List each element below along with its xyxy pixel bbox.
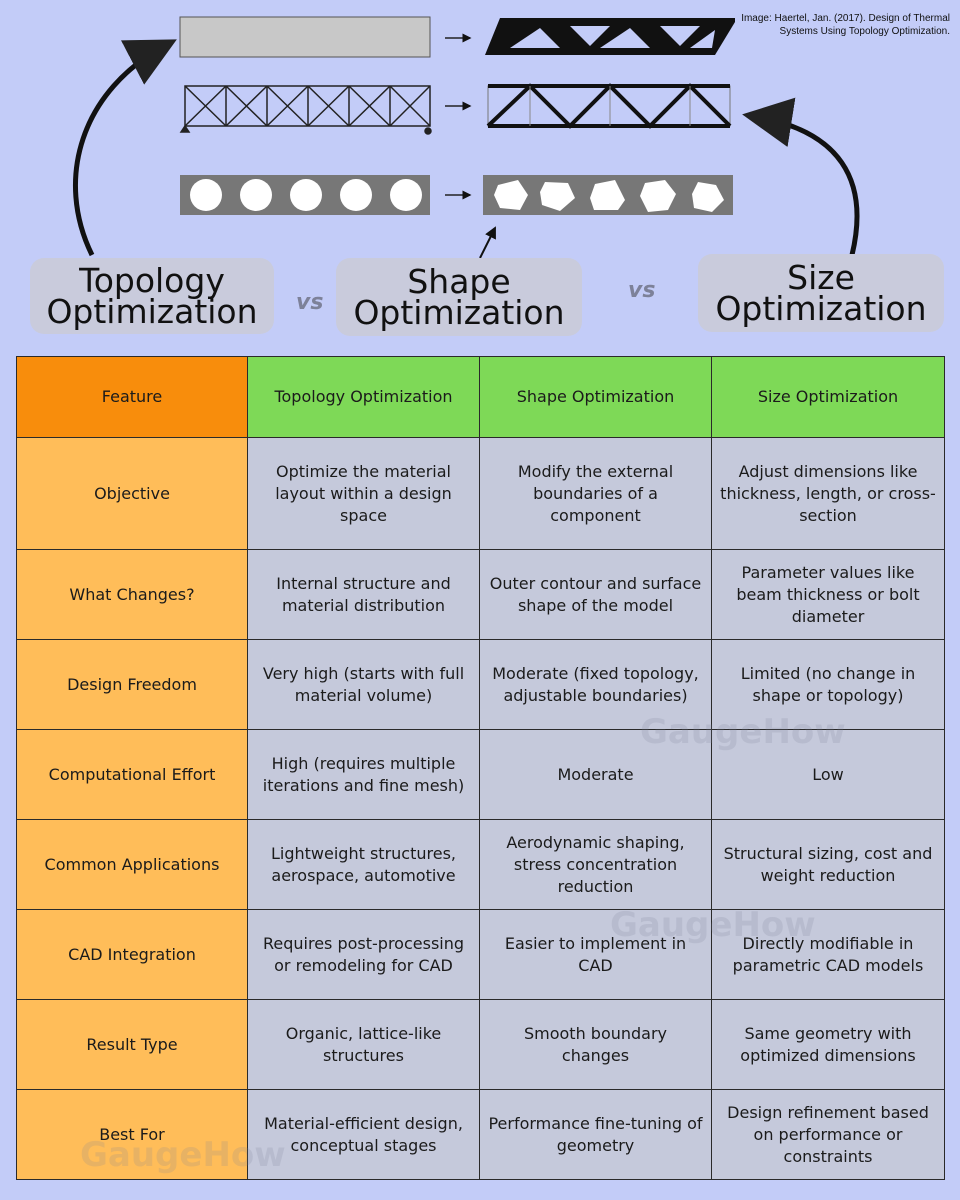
design-space-block <box>179 16 431 58</box>
table-cell: Parameter values like beam thickness or … <box>711 549 945 640</box>
table-cell: Lightweight structures, aerospace, autom… <box>247 819 480 910</box>
title-topology-optimization: Topology Optimization <box>30 258 274 334</box>
image-credit: Image: Haertel, Jan. (2017). Design of T… <box>710 12 950 38</box>
header-cell: Size Optimization <box>711 356 945 438</box>
table-cell: Requires post-processing or remodeling f… <box>247 909 480 1000</box>
feature-cell: Result Type <box>16 999 248 1090</box>
header-cell: Topology Optimization <box>247 356 480 438</box>
topology-optimized-truss <box>485 18 735 55</box>
table-cell: Adjust dimensions like thickness, length… <box>711 437 945 550</box>
shape-optimized-plate <box>483 175 733 215</box>
table-cell: Internal structure and material distribu… <box>247 549 480 640</box>
comparison-table: Feature Topology Optimization Shape Opti… <box>16 356 945 1180</box>
table-row: Objective Optimize the material layout w… <box>16 437 945 550</box>
plate-with-holes <box>180 175 430 215</box>
feature-cell: CAD Integration <box>16 909 248 1000</box>
credit-line: Systems Using Topology Optimization. <box>779 26 950 37</box>
title-line: Optimization <box>353 293 565 332</box>
table-row: Common Applications Lightweight structur… <box>16 819 945 910</box>
table-cell: Design refinement based on performance o… <box>711 1089 945 1180</box>
table-cell: Modify the external boundaries of a comp… <box>479 437 712 550</box>
curved-arrow-icon <box>742 97 860 256</box>
table-row: Design Freedom Very high (starts with fu… <box>16 639 945 730</box>
table-row: Best For Material-efficient design, conc… <box>16 1089 945 1180</box>
feature-cell: Common Applications <box>16 819 248 910</box>
table-cell: Structural sizing, cost and weight reduc… <box>711 819 945 910</box>
table-cell: Performance fine-tuning of geometry <box>479 1089 712 1180</box>
table-cell: Same geometry with optimized dimensions <box>711 999 945 1090</box>
table-cell: Directly modifiable in parametric CAD mo… <box>711 909 945 1000</box>
vs-label: vs <box>628 278 656 303</box>
table-cell: Smooth boundary changes <box>479 999 712 1090</box>
truss-design-space <box>179 85 432 135</box>
title-shape-optimization: Shape Optimization <box>336 258 582 336</box>
table-cell: Aerodynamic shaping, stress concentratio… <box>479 819 712 910</box>
table-cell: Moderate (fixed topology, adjustable bou… <box>479 639 712 730</box>
title-line: Topology <box>79 261 225 300</box>
curved-arrow-icon <box>72 39 177 257</box>
table-cell: Low <box>711 729 945 820</box>
table-cell: Outer contour and surface shape of the m… <box>479 549 712 640</box>
title-line: Size <box>787 258 855 297</box>
credit-line: Image: Haertel, Jan. (2017). Design of T… <box>741 13 950 24</box>
vs-label: vs <box>296 290 324 315</box>
table-cell: Moderate <box>479 729 712 820</box>
table-cell: Easier to implement in CAD <box>479 909 712 1000</box>
feature-cell: Computational Effort <box>16 729 248 820</box>
table-cell: Limited (no change in shape or topology) <box>711 639 945 730</box>
table-cell: Material-efficient design, conceptual st… <box>247 1089 480 1180</box>
table-row: CAD Integration Requires post-processing… <box>16 909 945 1000</box>
table-row: Result Type Organic, lattice-like struct… <box>16 999 945 1090</box>
feature-cell: Design Freedom <box>16 639 248 730</box>
table-row: Computational Effort High (requires mult… <box>16 729 945 820</box>
illustration-area: Image: Haertel, Jan. (2017). Design of T… <box>0 0 960 350</box>
title-line: Optimization <box>46 292 258 331</box>
size-optimized-truss <box>486 83 732 129</box>
feature-cell: Best For <box>16 1089 248 1180</box>
arrow-up-icon <box>479 226 496 259</box>
title-size-optimization: Size Optimization <box>698 254 944 332</box>
title-line: Shape <box>407 262 511 301</box>
table-cell: Organic, lattice-like structures <box>247 999 480 1090</box>
header-cell: Feature <box>16 356 248 438</box>
feature-cell: What Changes? <box>16 549 248 640</box>
table-cell: High (requires multiple iterations and f… <box>247 729 480 820</box>
table-row: What Changes? Internal structure and mat… <box>16 549 945 640</box>
table-header-row: Feature Topology Optimization Shape Opti… <box>16 356 945 438</box>
table-cell: Very high (starts with full material vol… <box>247 639 480 730</box>
title-line: Optimization <box>715 289 927 328</box>
header-cell: Shape Optimization <box>479 356 712 438</box>
table-cell: Optimize the material layout within a de… <box>247 437 480 550</box>
optimization-illustration <box>72 16 860 259</box>
feature-cell: Objective <box>16 437 248 550</box>
